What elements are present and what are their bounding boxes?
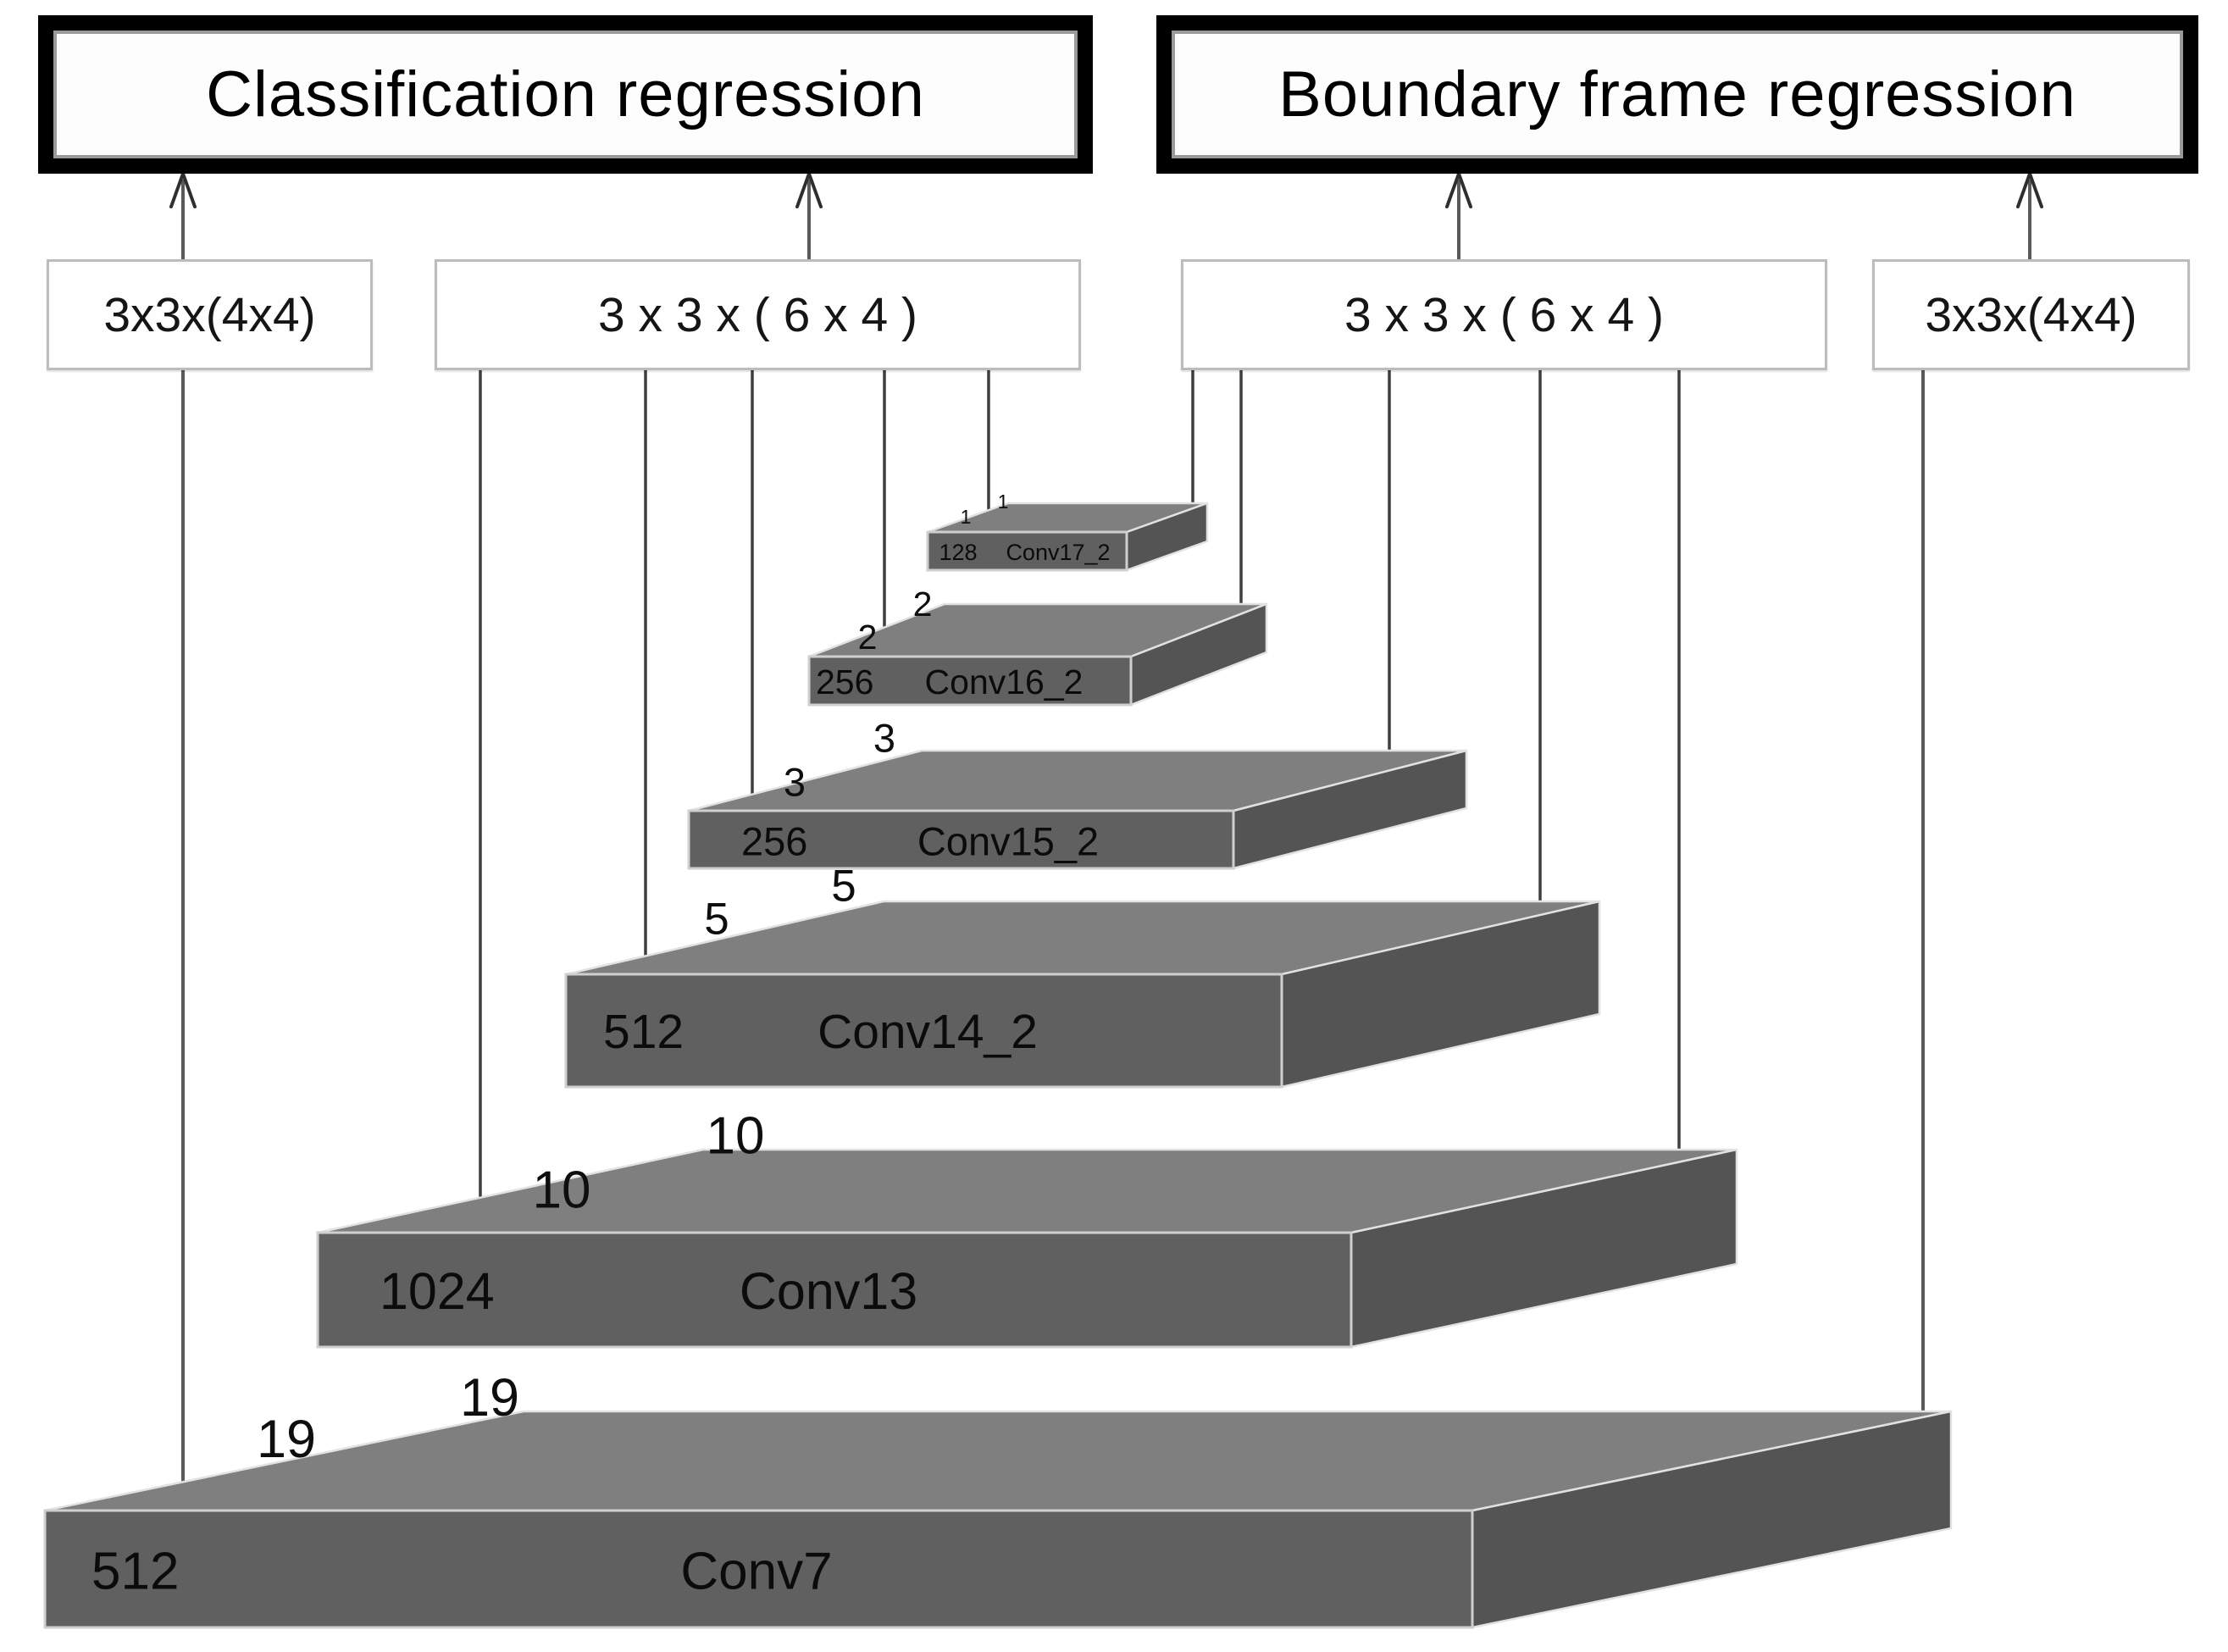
conv7-size-label-a: 19 [257, 1410, 316, 1469]
arrow-head-bnd-left [1445, 169, 1472, 208]
connector-lines [181, 370, 1925, 1482]
conv16_2-name-label: Conv16_2 [925, 662, 1084, 701]
conv17_2-size-label-a: 1 [961, 506, 972, 528]
conv15_2-front-face [687, 809, 1235, 870]
layer-conv17_2: 128 Conv17_2 1 1 [926, 491, 1209, 572]
layer-conv13: 1024 Conv13 10 10 [316, 1107, 1738, 1349]
conv16_2-front-face [807, 655, 1133, 707]
kernel-box-left-6x4: 3 x 3 x ( 6 x 4 ) [435, 259, 1081, 370]
layer-conv15_2: 256 Conv15_2 3 3 [687, 716, 1468, 870]
kernel-box-left-6x4-label: 3 x 3 x ( 6 x 4 ) [598, 287, 917, 342]
conv7-front-face [43, 1509, 1474, 1629]
conv16_2-channels-label: 256 [816, 662, 873, 701]
conv15_2-size-label-b: 3 [873, 716, 895, 761]
boundary-frame-regression-label: Boundary frame regression [1278, 58, 2076, 130]
conv17_2-front-face [926, 530, 1128, 572]
layer-conv14_2: 512 Conv14_2 5 5 [564, 862, 1601, 1089]
conv13-front-face [316, 1231, 1353, 1349]
conv7-channels-label: 512 [91, 1543, 179, 1601]
kernel-box-right-6x4: 3 x 3 x ( 6 x 4 ) [1181, 259, 1827, 370]
up-arrows [169, 169, 2043, 259]
kernel-box-left-4x4-label: 3x3x(4x4) [103, 287, 316, 342]
conv13-channels-label: 1024 [380, 1262, 495, 1320]
arrow-head-cls-left [169, 169, 197, 208]
conv14_2-size-label-b: 5 [831, 862, 856, 912]
boundary-frame-regression-box: Boundary frame regression [1156, 15, 2198, 174]
layer-conv7: 512 Conv7 19 19 [43, 1368, 1953, 1629]
kernel-box-right-4x4: 3x3x(4x4) [1872, 259, 2190, 370]
conv17_2-channels-label: 128 [939, 540, 977, 565]
classification-regression-box-inner: Classification regression [53, 30, 1078, 158]
conv14_2-channels-label: 512 [603, 1005, 684, 1059]
layer-conv16_2: 256 Conv16_2 2 2 [807, 585, 1268, 707]
kernel-box-right-6x4-label: 3 x 3 x ( 6 x 4 ) [1344, 287, 1664, 342]
conv13-size-label-b: 10 [707, 1107, 765, 1166]
classification-regression-box: Classification regression [38, 15, 1093, 174]
boundary-frame-regression-box-inner: Boundary frame regression [1172, 30, 2183, 158]
conv17_2-size-label-b: 1 [998, 491, 1009, 513]
conv7-name-label: Conv7 [680, 1543, 832, 1601]
conv16_2-size-label-a: 2 [858, 618, 878, 657]
conv14_2-name-label: Conv14_2 [817, 1005, 1038, 1059]
conv16_2-size-label-b: 2 [913, 585, 933, 624]
conv14_2-size-label-a: 5 [704, 895, 729, 945]
arrow-head-cls-right [795, 169, 823, 208]
kernel-box-left-4x4: 3x3x(4x4) [47, 259, 373, 370]
classification-regression-label: Classification regression [206, 58, 925, 130]
conv13-size-label-a: 10 [533, 1161, 591, 1220]
conv7-size-label-b: 19 [460, 1368, 519, 1427]
kernel-box-right-4x4-label: 3x3x(4x4) [1925, 287, 2137, 342]
conv17_2-name-label: Conv17_2 [1006, 540, 1110, 565]
arrow-head-bnd-right [2016, 169, 2043, 208]
conv13-name-label: Conv13 [740, 1262, 917, 1320]
conv14_2-front-face [564, 973, 1283, 1089]
conv15_2-channels-label: 256 [741, 819, 807, 864]
conv15_2-size-label-a: 3 [784, 760, 806, 805]
conv15_2-name-label: Conv15_2 [917, 819, 1099, 864]
